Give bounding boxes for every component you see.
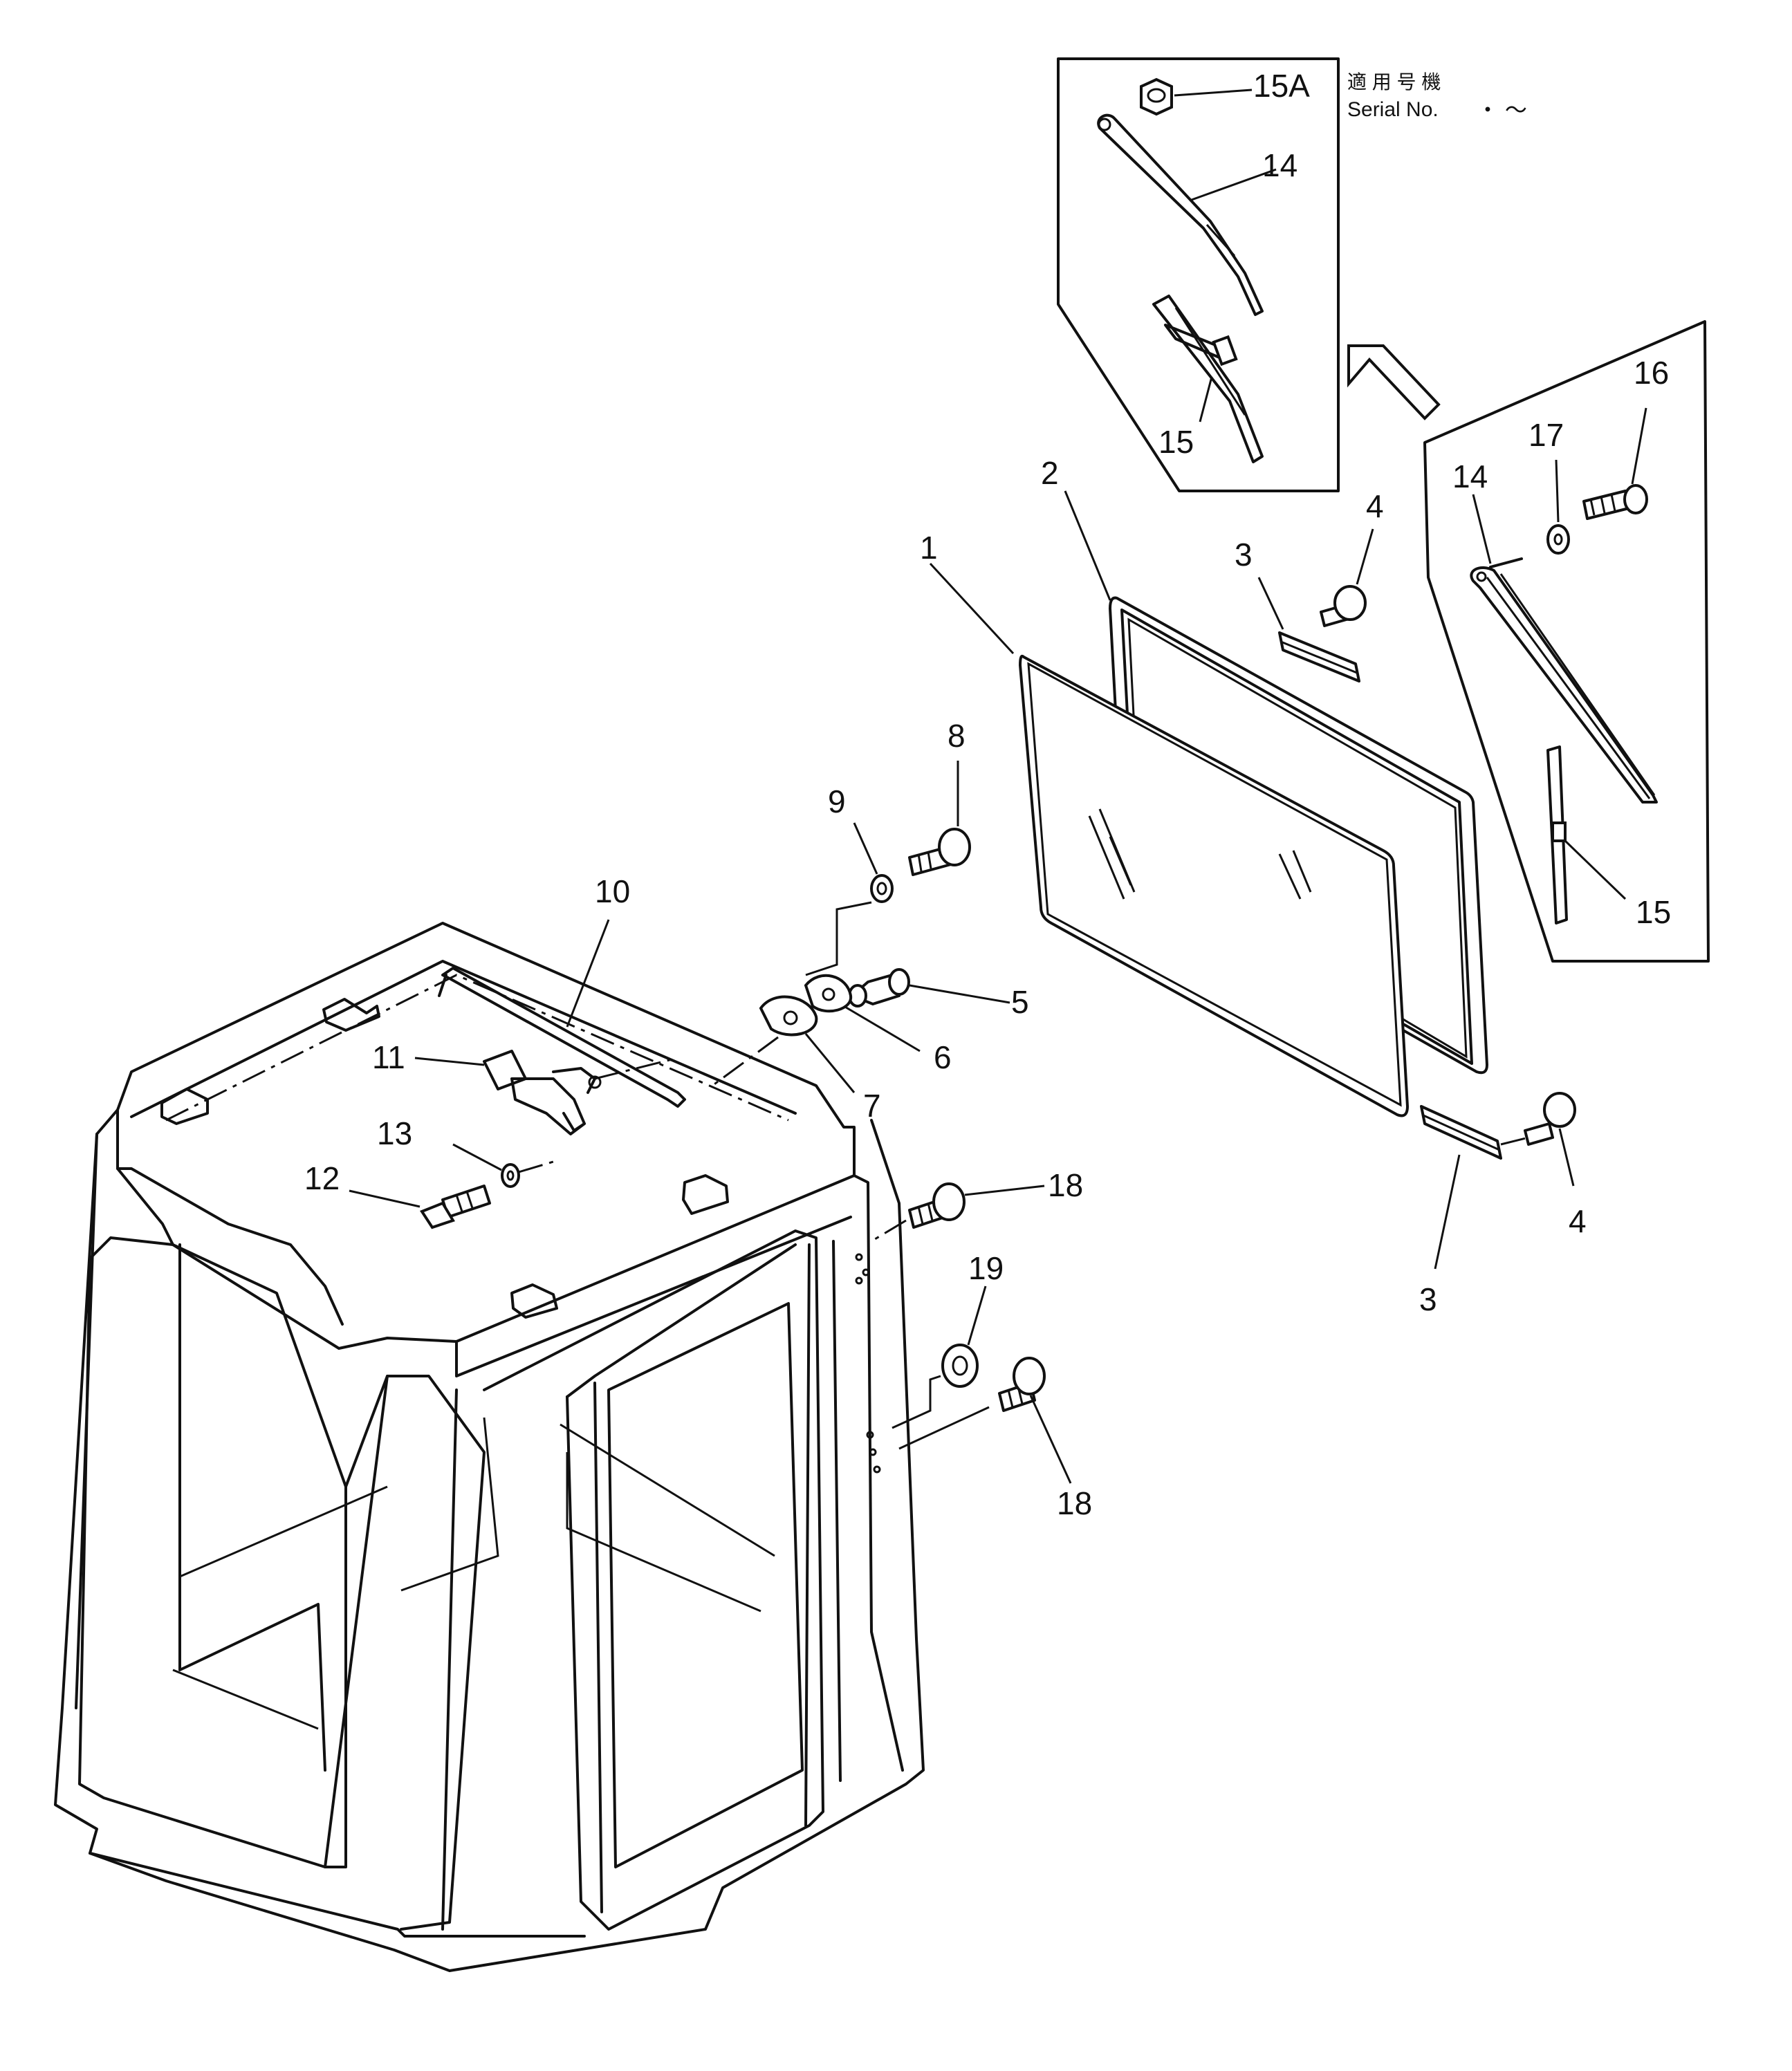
bolt-16 <box>1582 484 1648 520</box>
wiper-arm-14-inset <box>1097 113 1264 316</box>
spacer-19 <box>941 1344 979 1388</box>
bracket-3-bottom <box>1420 1105 1502 1160</box>
callout-9: 9 <box>828 783 846 819</box>
gasket-6 <box>804 974 853 1013</box>
callout-8: 8 <box>948 718 966 754</box>
washer-hose-10 <box>438 967 686 1108</box>
wiper-blade-15 <box>1546 745 1568 925</box>
callout-18-top: 18 <box>1048 1167 1083 1203</box>
inset-panel-top: 適 用 号 機 Serial No. ・ ～ <box>1057 57 1527 492</box>
washer-13 <box>501 1163 520 1188</box>
callout-18-bottom: 18 <box>1057 1485 1092 1521</box>
nut-15A <box>1140 77 1173 116</box>
washer-17 <box>1546 524 1570 555</box>
bracket-3-top <box>1278 631 1360 682</box>
callout-19: 19 <box>968 1250 1004 1286</box>
callout-11: 11 <box>372 1039 405 1075</box>
callout-2: 2 <box>1041 455 1059 491</box>
callout-15-inset: 15 <box>1158 424 1194 460</box>
bolt-18-bottom <box>998 1357 1046 1412</box>
cab-body <box>54 922 925 1972</box>
callout-15A: 15A <box>1253 68 1310 104</box>
serial-label-jp: 適 用 号 機 <box>1347 71 1441 93</box>
callout-14-right: 14 <box>1452 458 1488 494</box>
washer-9 <box>870 874 894 903</box>
bolt-18-top <box>908 1182 966 1229</box>
pump-motor-11 <box>483 1050 602 1135</box>
wiper-arm-14 <box>1470 557 1658 804</box>
callout-14-inset: 14 <box>1262 147 1297 183</box>
callout-3-top: 3 <box>1235 537 1253 573</box>
callout-10: 10 <box>595 873 630 909</box>
screw-4-top <box>1320 585 1367 627</box>
callout-5: 5 <box>1011 984 1029 1020</box>
callout-3-bottom: 3 <box>1419 1281 1437 1317</box>
callout-13: 13 <box>377 1115 412 1151</box>
screw-4-bottom <box>1524 1092 1576 1146</box>
callout-4-bottom: 4 <box>1569 1203 1587 1239</box>
plate-7 <box>759 995 818 1037</box>
serial-label: Serial No. <box>1347 98 1439 121</box>
mounting-holes <box>855 1253 881 1474</box>
callout-15-right: 15 <box>1636 894 1671 930</box>
callout-1: 1 <box>920 530 938 566</box>
callout-4-top: 4 <box>1366 488 1384 524</box>
callout-17: 17 <box>1528 417 1564 453</box>
nozzle-5 <box>848 968 910 1007</box>
serial-range: ・ ～ <box>1477 97 1527 122</box>
callout-6: 6 <box>934 1039 952 1075</box>
bolt-8 <box>908 828 971 876</box>
callout-7: 7 <box>863 1088 881 1124</box>
arrow-to-inset-icon <box>1347 344 1441 420</box>
callout-16: 16 <box>1634 355 1669 391</box>
bolt-12 <box>419 1185 491 1229</box>
inset-panel-right <box>1423 320 1710 963</box>
wiper-blade-15-inset <box>1152 295 1264 463</box>
callouts: 1 2 3 4 5 6 7 8 9 10 11 12 13 14 14 15 1… <box>304 68 1671 1521</box>
callout-12: 12 <box>304 1160 340 1196</box>
window-glass-1 <box>1018 654 1410 1117</box>
